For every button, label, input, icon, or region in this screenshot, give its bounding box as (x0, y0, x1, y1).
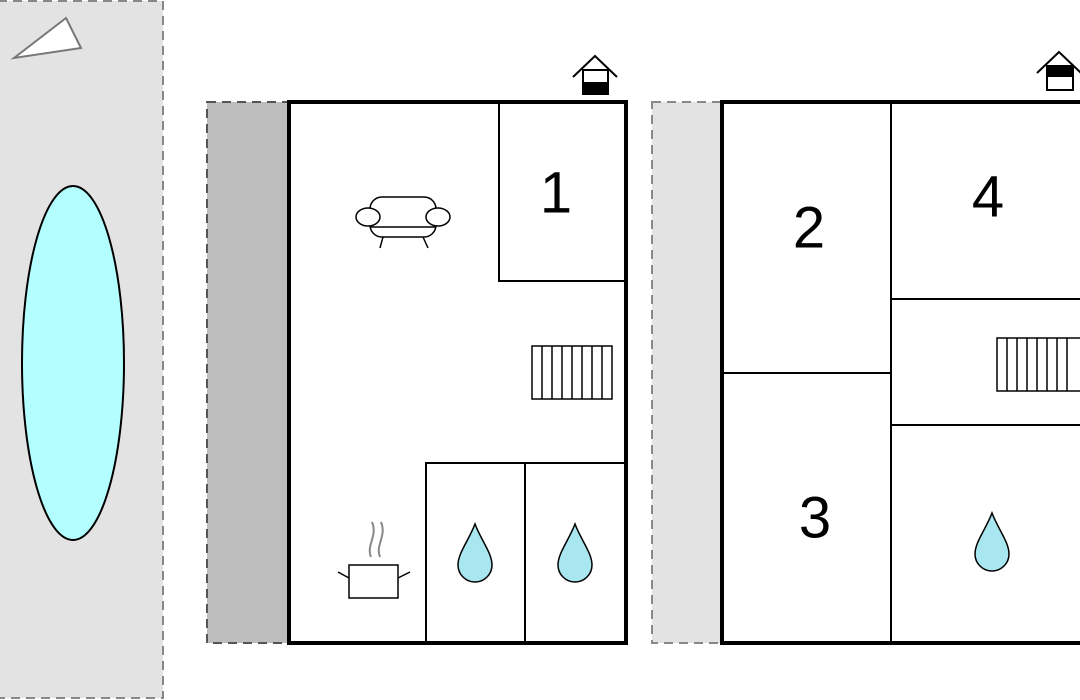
garden-area (0, 0, 164, 699)
house-entrance-icon (572, 54, 618, 95)
upper-floor: 2 3 4 (720, 100, 1080, 645)
room-1-label: 1 (540, 161, 572, 226)
water-drop-icon (557, 521, 593, 583)
cooking-pot-icon (337, 521, 411, 599)
water-drop-icon (974, 510, 1010, 572)
ground-floor: 1 (287, 100, 628, 645)
ground-floor-terrace (206, 101, 290, 644)
sofa-icon (355, 196, 451, 249)
staircase-icon (996, 337, 1080, 392)
room-4-label: 4 (972, 165, 1004, 230)
room-3-label: 3 (799, 486, 831, 551)
room-2-label: 2 (793, 196, 825, 261)
house-entrance-icon (1036, 50, 1080, 91)
swimming-pool (21, 185, 125, 541)
north-arrow-icon (10, 16, 83, 60)
upper-floor-terrace (651, 101, 723, 644)
water-drop-icon (457, 521, 493, 583)
staircase-icon (531, 345, 613, 400)
